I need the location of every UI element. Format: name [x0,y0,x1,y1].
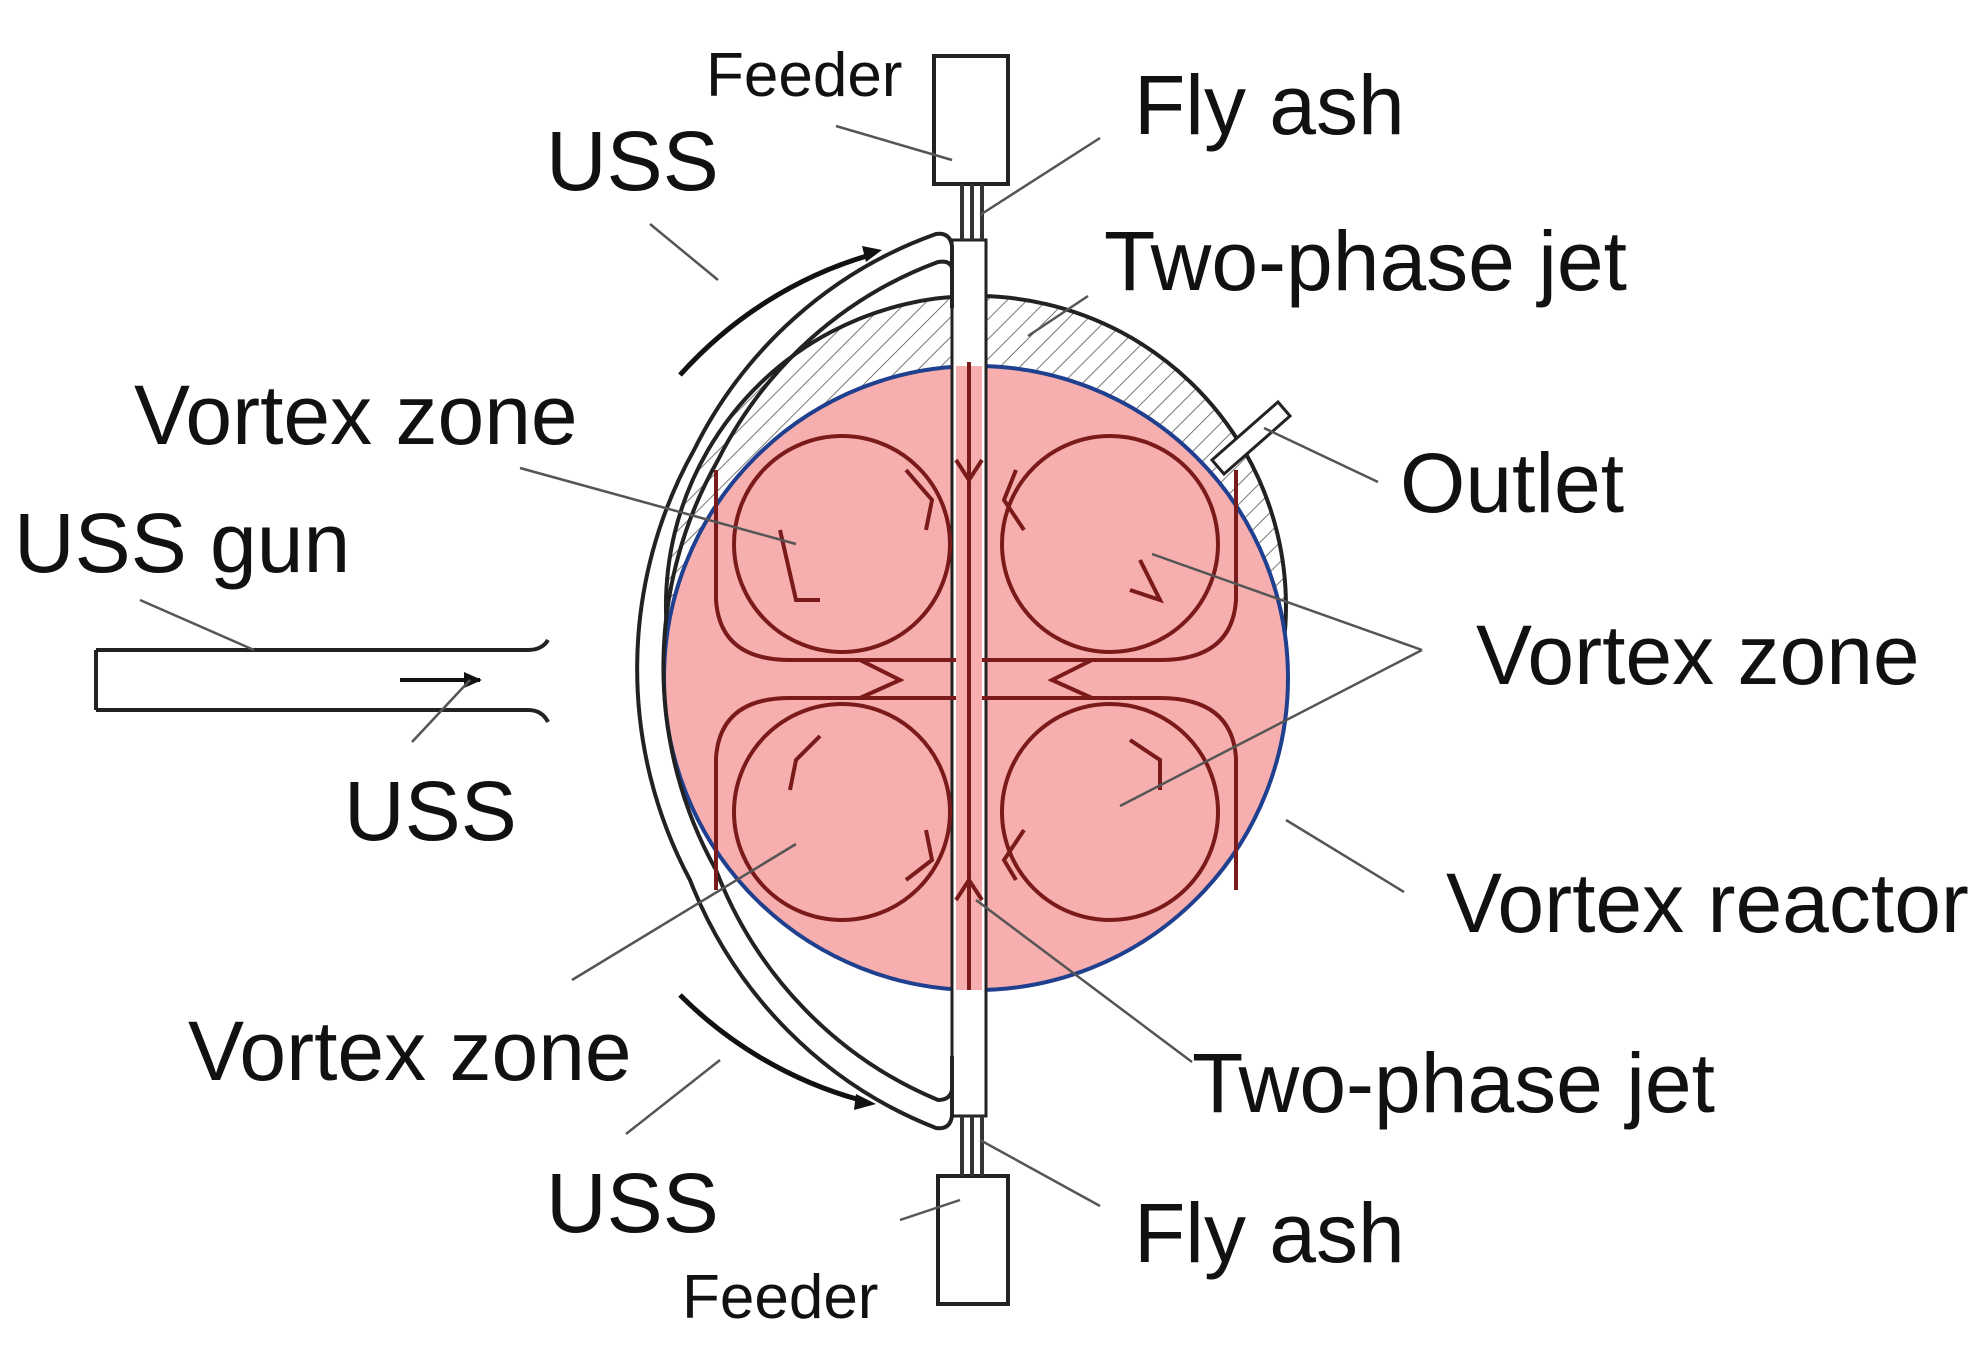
label-uss-gun: USS gun [14,496,350,590]
vortex-flow-lines [714,434,1238,922]
label-vortex-reactor: Vortex reactor [1446,856,1969,950]
label-vortex-zone-left: Vortex zone [134,368,578,462]
label-outlet: Outlet [1400,436,1624,530]
label-uss-bottom: USS [546,1156,719,1250]
feeder-top [932,54,1010,240]
label-feeder-bottom: Feeder [682,1263,878,1332]
uss-manifold [94,231,954,1131]
labels: Feeder Fly ash USS Two-phase jet Vortex … [14,41,1969,1332]
label-two-phase-jet-bottom: Two-phase jet [1192,1036,1715,1130]
label-fly-ash-bottom: Fly ash [1134,1186,1405,1280]
leader-lines [139,124,1423,1222]
label-feeder-top: Feeder [706,41,902,110]
feeder-bottom [936,1116,1010,1306]
label-fly-ash-top: Fly ash [1134,58,1405,152]
label-uss-middle: USS [344,764,517,858]
label-vortex-zone-bottom: Vortex zone [188,1004,632,1098]
label-two-phase-jet-top: Two-phase jet [1104,214,1627,308]
outlet-pipe [1209,399,1293,477]
label-uss-top: USS [546,114,719,208]
label-vortex-zone-right: Vortex zone [1476,608,1920,702]
